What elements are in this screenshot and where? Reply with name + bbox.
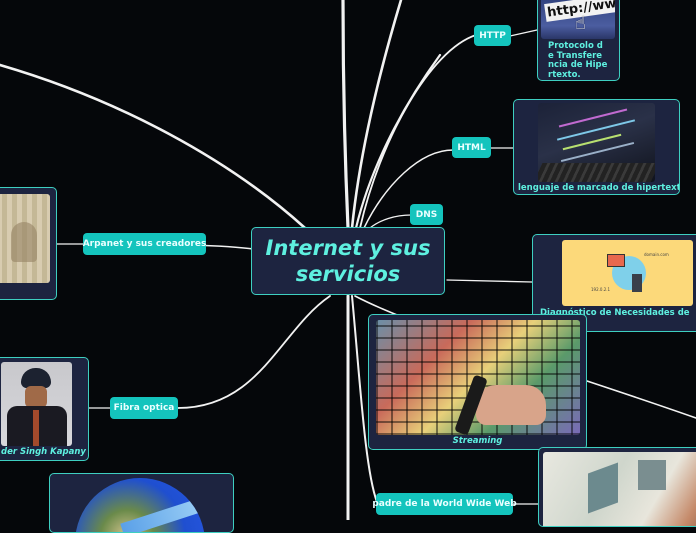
card-www-father[interactable] <box>538 447 696 527</box>
http-browser-image: http://www ☝ <box>541 0 615 39</box>
streaming-caption: Streaming <box>452 436 503 446</box>
laptop-icon <box>607 254 625 267</box>
dns-diagram-image: domain.com 192.0.2.1 <box>562 240 693 306</box>
dns-domain-text: domain.com <box>644 252 669 257</box>
streaming-tv-wall-image <box>376 320 580 435</box>
topic-www-father[interactable]: padre de la World Wide Web <box>372 493 517 515</box>
globe-www-image <box>75 478 205 532</box>
topic-dns[interactable]: DNS <box>410 204 443 225</box>
card-web-globe[interactable] <box>49 473 234 533</box>
html-caption: lenguaje de marcado de hipertexto <box>518 183 680 193</box>
topic-arpanet[interactable]: Arpanet y sus creadores <box>83 233 206 255</box>
card-html[interactable]: lenguaje de marcado de hipertexto <box>513 99 680 195</box>
topic-html-label: HTML <box>457 142 486 153</box>
central-topic[interactable]: Internet y sus servicios <box>251 227 445 295</box>
code-laptop-image <box>538 103 655 182</box>
topic-dns-label: DNS <box>415 209 438 220</box>
card-arpanet[interactable] <box>0 187 57 300</box>
http-caption: Protocolo de Transferencia de Hipertexto… <box>548 41 608 80</box>
topic-html[interactable]: HTML <box>452 137 491 158</box>
card-streaming[interactable]: Streaming <box>368 314 587 450</box>
kapany-portrait-image <box>1 362 72 446</box>
topic-fibra-optica-label: Fibra optica <box>113 403 175 413</box>
server-icon <box>632 274 642 292</box>
card-fibra-optica[interactable]: der Singh Kapany <box>0 357 89 461</box>
topic-fibra-optica[interactable]: Fibra optica <box>110 397 178 419</box>
topic-www-father-label: padre de la World Wide Web <box>372 499 517 509</box>
topic-http[interactable]: HTTP <box>474 25 511 46</box>
www-father-image <box>543 452 696 526</box>
topic-http-label: HTTP <box>479 30 506 41</box>
arpanet-creators-image <box>0 194 50 283</box>
card-dns[interactable]: domain.com 192.0.2.1 Diagnóstico de Nece… <box>532 234 696 332</box>
topic-arpanet-label: Arpanet y sus creadores <box>82 239 207 249</box>
hand-cursor-icon: ☝ <box>575 13 586 34</box>
remote-hand <box>476 385 546 425</box>
dns-ip-text: 192.0.2.1 <box>591 287 611 292</box>
fibra-optica-caption: der Singh Kapany <box>1 447 86 457</box>
central-topic-label: Internet y sus servicios <box>265 236 431 286</box>
card-http[interactable]: http://www ☝ Protocolo de Transferencia … <box>537 0 620 81</box>
turban <box>21 368 51 388</box>
